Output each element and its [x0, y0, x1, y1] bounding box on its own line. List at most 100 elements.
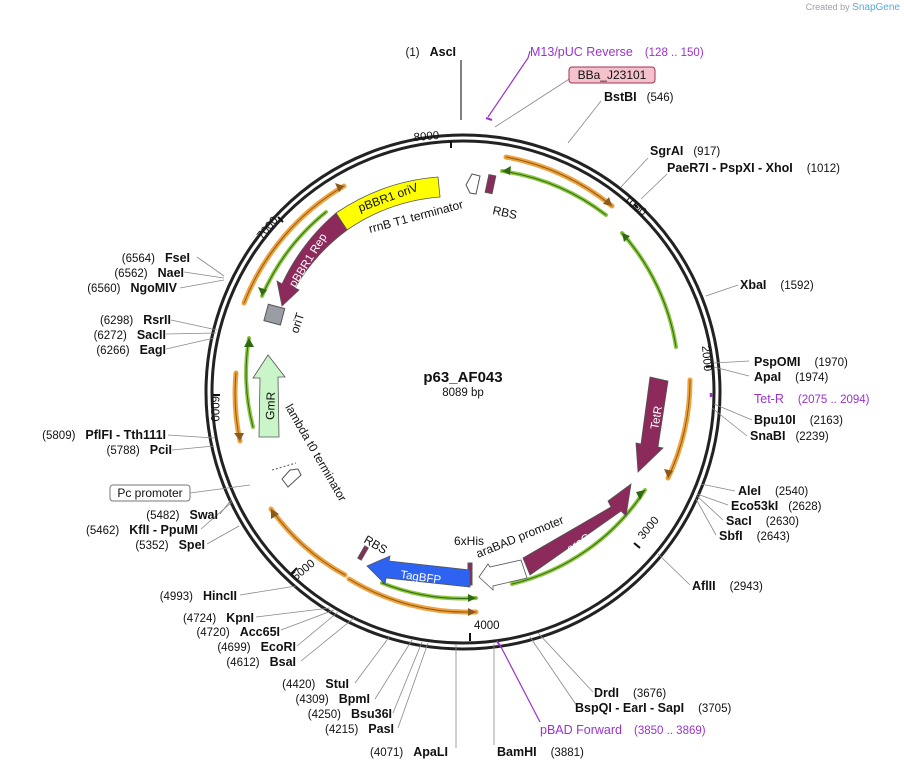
arrowhead-green-right-top: [502, 166, 511, 175]
tick-label-3000: 3000: [636, 515, 662, 542]
enzyme-kpni: (4724)KpnI: [183, 611, 254, 625]
arrowhead-right-top: [603, 197, 612, 206]
orf-arc-right-top: [503, 154, 615, 209]
enzyme-sacii: (6272)SacII: [94, 328, 166, 342]
arac-feature: [522, 483, 632, 576]
enzyme-pasi: (4215)PasI: [325, 722, 394, 736]
gmr-label: GmR: [263, 391, 278, 420]
rbs-lower-label: RBS: [362, 532, 390, 556]
enzyme-sbfi: SbfI(2643): [719, 529, 790, 543]
orf-arc-right-core: [667, 379, 691, 479]
leader-ngomiv: [179, 279, 225, 289]
pbbr1-rep-feature: [276, 212, 348, 307]
enzyme-rsrii: (6298)RsrII: [100, 313, 171, 327]
rbs-top-label: RBS: [491, 203, 518, 222]
lambda-terminator-dash: [271, 462, 297, 471]
enzyme-naei: (6562)NaeI: [114, 266, 184, 280]
arabad-promoter-feature: [478, 559, 528, 591]
enzyme-alei: AleI(2540): [738, 484, 808, 498]
enzyme-eco53ki: Eco53kI(2628): [731, 499, 822, 513]
snapgene-logo: SnapGene: [852, 2, 900, 13]
enzyme-asci: (1)AscI: [406, 45, 456, 59]
primer-markers: [485, 50, 713, 723]
rbs-lower-feature: [357, 545, 369, 561]
tick-label-4000: 4000: [474, 620, 500, 632]
enzyme-bspqi: BspQI - EarI - SapI(3705): [575, 701, 731, 715]
enzyme-bpmi: (4309)BpmI: [296, 692, 371, 706]
tetr-label: TetR: [649, 405, 665, 430]
leader-sbfi: [695, 498, 717, 536]
enzyme-bstbi: BstBI(546): [604, 90, 674, 104]
tick-7000: [277, 216, 284, 223]
enzyme-bamhi: BamHI(3881): [497, 745, 584, 759]
leader-bstbi: [567, 100, 602, 144]
rrnb-terminator-arrow: [465, 173, 481, 195]
enzyme-bsai: (4612)BsaI: [226, 655, 296, 669]
tick-label-5000: 5000: [290, 558, 317, 584]
m13-primer-leader: [487, 50, 531, 118]
green-arc-right-core: [621, 232, 677, 348]
enzyme-pcii: (5788)PciI: [107, 443, 173, 457]
green-arc-bottom-right-core: [511, 489, 646, 585]
leader-bpmi: [374, 639, 413, 700]
enzyme-snabi: SnaBI(2239): [750, 429, 829, 443]
orf-arc-bottom-core: [348, 578, 477, 613]
enzyme-eagi: (6266)EagI: [96, 343, 166, 357]
orf-arc-bottom-left-core: [270, 508, 346, 576]
arrowhead-green-upper-left: [258, 287, 267, 296]
arrowhead-left: [234, 433, 244, 441]
pc-promoter-box: [109, 484, 191, 502]
tick-5000: [290, 567, 298, 575]
brand-credit: Created by SnapGene: [805, 2, 900, 13]
orf-arrowheads: [234, 166, 673, 616]
enzyme-fsei: (6564)FseI: [122, 251, 190, 265]
pbad-primer-mark: [496, 640, 501, 647]
enzyme-leader-lines: [165, 73, 753, 748]
lambda-terminator-label: lambda t0 terminator: [282, 402, 349, 504]
leader-bsai: [300, 617, 355, 662]
leader-pcii: [171, 445, 215, 451]
tick-label-1000: 1000: [621, 193, 648, 219]
backbone-outer: [204, 133, 722, 651]
leader-eagi: [165, 337, 215, 350]
leader-pflfi: [167, 434, 215, 439]
arrowhead-green-right: [622, 233, 630, 242]
plasmid-size: 8089 bp: [442, 387, 484, 399]
tick-3000: [633, 542, 641, 549]
plasmid-name: p63_AF043: [423, 369, 502, 386]
orf-arc-right-top-core: [505, 156, 613, 207]
enzyme-swai: (5482)SwaI: [146, 508, 218, 522]
enzyme-apali: (4071)ApaLI: [370, 745, 448, 759]
lambda-terminator-arrow: [281, 468, 302, 488]
leader-stui: [354, 635, 391, 684]
leader-pspomi: [713, 360, 750, 364]
enzyme-drdi: DrdI(3676): [594, 686, 666, 700]
green-arc-right-top-core: [501, 170, 607, 216]
green-arc-bottom-core: [381, 582, 477, 599]
leader-eco53ki: [696, 493, 729, 506]
primer-m13: M13/pUC Reverse(128 .. 150): [530, 45, 704, 59]
arrowhead-bottom: [468, 608, 476, 616]
pbad-primer-leader: [499, 644, 541, 723]
leader-pc: [189, 484, 251, 494]
arrowhead-green-left: [244, 338, 254, 347]
enzyme-ngomiv: (6560)NgoMIV: [87, 281, 177, 295]
enzyme-saci: SacI(2630): [726, 514, 799, 528]
leader-hincii: [239, 585, 297, 596]
leader-snabi: [711, 407, 748, 437]
arrowhead-bottom-right: [636, 490, 645, 500]
tetr-feature: [635, 376, 669, 473]
tagbfp-label: TagBFP: [400, 569, 443, 587]
enzyme-pflfi: (5809)PflFI - Tth111I: [42, 428, 166, 442]
pbbr1-oriv-feature: [335, 176, 441, 231]
enzyme-kfli: (5462)KflI - PpuMI: [86, 523, 198, 537]
leader-saci: [696, 495, 724, 521]
leader-ecori: [296, 611, 339, 647]
green-arc-right: [620, 231, 678, 349]
enzyme-acc65i: (4720)Acc65I: [196, 625, 280, 639]
arrowhead-green-bottom: [468, 594, 476, 602]
leader-bba: [494, 73, 578, 128]
arrowhead-upper-left: [335, 183, 344, 192]
